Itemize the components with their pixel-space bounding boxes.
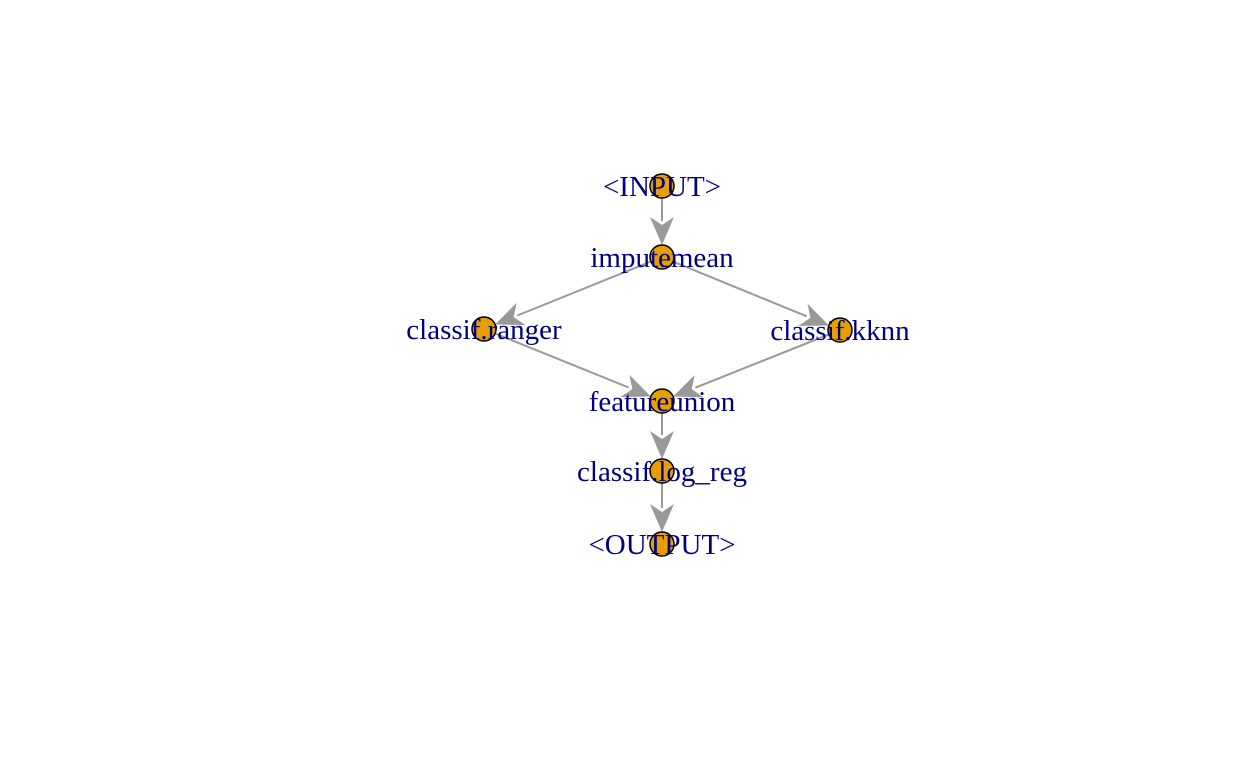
arrowhead xyxy=(650,431,674,459)
node-output xyxy=(649,531,675,557)
node-label-ranger: classif.ranger xyxy=(406,314,562,346)
node-label-output: <OUTPUT> xyxy=(588,529,735,561)
node-label-featureunion: featureunion xyxy=(589,386,736,418)
arrowhead xyxy=(495,302,526,326)
edge-kknn-to-featureunion xyxy=(673,333,830,398)
node-label-imputemean: imputemean xyxy=(590,242,734,274)
arrowhead xyxy=(798,303,829,326)
node-input xyxy=(649,173,675,199)
node-ranger xyxy=(471,316,497,342)
node-label-input: <INPUT> xyxy=(603,171,721,203)
edge-line xyxy=(672,260,808,318)
node-imputemean xyxy=(649,244,675,270)
arrowhead xyxy=(673,375,704,398)
arrowhead xyxy=(650,504,674,532)
labels-layer: <INPUT> imputemean classif.ranger classif.k… xyxy=(406,171,910,561)
edge-ranger-to-featureunion xyxy=(494,332,651,398)
edge-input-to-imputemean xyxy=(650,198,674,245)
edge-line xyxy=(494,332,630,389)
nodes-layer xyxy=(471,173,853,557)
edge-line xyxy=(516,260,652,317)
edge-logreg-to-output xyxy=(650,483,674,532)
edge-line xyxy=(695,333,830,389)
edge-imputemean-to-kknn xyxy=(672,260,829,326)
node-featureunion xyxy=(649,388,675,414)
node-logreg xyxy=(649,458,675,484)
edge-imputemean-to-ranger xyxy=(495,260,652,326)
arrowhead xyxy=(620,374,651,398)
arrowhead xyxy=(650,217,674,245)
edges-layer xyxy=(494,198,830,532)
node-label-logreg: classif.log_reg xyxy=(577,456,747,488)
node-kknn xyxy=(827,317,853,343)
edge-featureunion-to-logreg xyxy=(650,413,674,459)
node-label-kknn: classif.kknn xyxy=(770,315,910,347)
